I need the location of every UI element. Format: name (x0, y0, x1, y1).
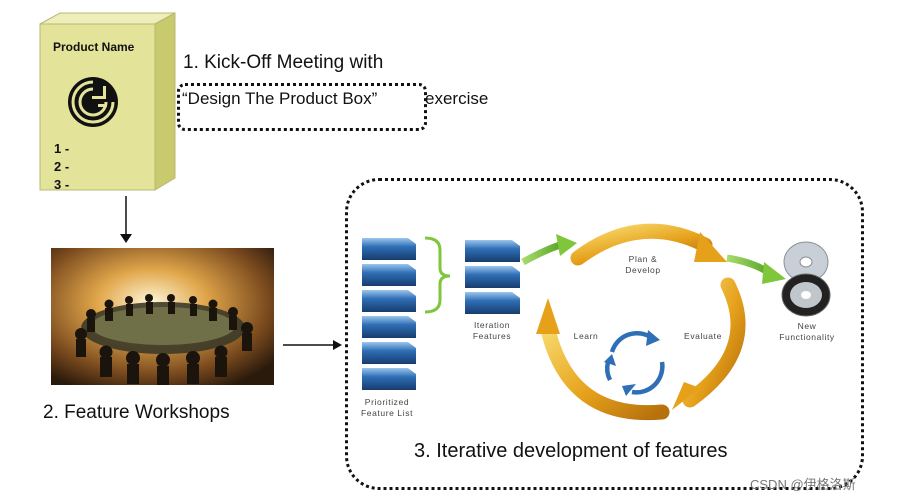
learn-label: Learn (573, 331, 599, 341)
down-arrow-head (120, 234, 132, 243)
plan-develop-label: Plan &Develop (625, 254, 661, 275)
prioritized-feature-stack (362, 238, 416, 390)
green-brace (424, 236, 451, 314)
dotted-highlight-box (177, 83, 427, 131)
green-arrow-in (521, 241, 562, 266)
step1-title: 1. Kick-Off Meeting with (183, 52, 384, 73)
product-name-label: Product Name (53, 40, 135, 54)
product-box-item-1: 1 - (54, 141, 70, 156)
step1-quote: “Design The Product Box” (182, 89, 378, 108)
step1-suffix: exercise (425, 89, 489, 108)
maze-logo-icon (68, 77, 118, 127)
step3-title: 3. Iterative development of features (414, 440, 728, 462)
cycle-arc-top (570, 223, 713, 266)
cycle-arc-right (682, 277, 746, 408)
watermark-text: CSDN @伊格洛斯 (750, 477, 856, 492)
product-box-item-2: 2 - (54, 159, 70, 174)
evaluate-label: Evaluate (684, 331, 722, 341)
cd-disc-icon (781, 241, 831, 317)
cycle-arc-bottom (540, 322, 670, 421)
workshop-photo (51, 248, 274, 385)
iteration-feature-stack (465, 240, 520, 314)
right-arrow-head (333, 340, 342, 350)
product-box-item-3: 3 - (54, 177, 70, 192)
iteration-dotted-frame (345, 178, 864, 490)
step2-title: 2. Feature Workshops (43, 402, 230, 423)
green-arrow-out (726, 254, 770, 276)
